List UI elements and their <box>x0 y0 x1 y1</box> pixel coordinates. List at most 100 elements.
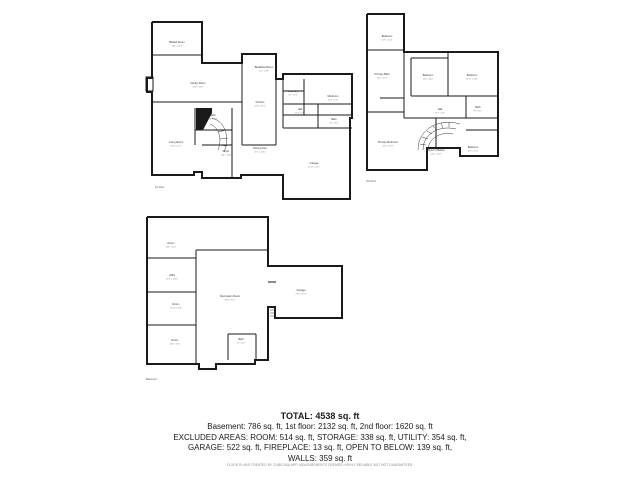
svg-text:15'6" x 17'2": 15'6" x 17'2" <box>171 146 182 148</box>
svg-text:16'4" x 17'9": 16'4" x 17'9" <box>383 146 394 148</box>
svg-text:15'6" x 11'9": 15'6" x 11'9" <box>170 344 181 346</box>
floor-label: 1st Floor <box>155 186 165 189</box>
svg-text:Primary Bath: Primary Bath <box>375 72 391 76</box>
room-label: Bedroom 14'2" x 12'4" <box>468 145 479 153</box>
stair-treads-icon <box>419 122 450 146</box>
room-label: Room 15'6" x 11'9" <box>170 338 181 346</box>
svg-text:Room: Room <box>173 302 180 306</box>
room-label: Hall 15'1" x 4'0" <box>295 107 305 115</box>
fireplace-icon <box>145 76 154 92</box>
svg-text:Breakfast Room: Breakfast Room <box>255 65 274 69</box>
svg-text:6'7" x 9'1": 6'7" x 9'1" <box>289 95 298 97</box>
svg-text:Recreation Room: Recreation Room <box>220 294 240 298</box>
stair-icon <box>196 108 212 130</box>
svg-text:14'2" x 12'4": 14'2" x 12'4" <box>468 151 479 153</box>
room-label: Bedroom 12'9" x 12'4" <box>382 34 393 42</box>
first-floor-plan: Billiard Room 13'3" x 12'8" Family Room 19… <box>145 21 353 200</box>
room-label: Breakfast Room 11'5" x 9'8" <box>255 65 274 73</box>
svg-text:12'11" x 14'6": 12'11" x 14'6" <box>466 79 478 81</box>
total-area: TOTAL: 4538 sq. ft <box>280 411 360 421</box>
svg-text:Room: Room <box>172 338 179 342</box>
first-floor-interior-walls <box>152 54 352 178</box>
svg-text:12'8" x 11'9": 12'8" x 11'9" <box>166 247 177 249</box>
svg-text:Family Room: Family Room <box>190 81 205 85</box>
second-floor-interior-walls <box>367 49 498 148</box>
svg-text:Hall: Hall <box>298 107 303 111</box>
svg-text:13'4" x 14'9": 13'4" x 14'9" <box>431 154 442 156</box>
room-label: Bedroom 12'11" x 14'6" <box>466 73 478 81</box>
svg-text:Living Room: Living Room <box>169 140 183 144</box>
svg-text:14'4" x 15'0": 14'4" x 15'0" <box>221 155 232 157</box>
room-label: Mudroom 11'8" x 5'9" <box>328 94 339 102</box>
svg-text:13'4" x 14'6": 13'4" x 14'6" <box>423 79 434 81</box>
room-label: Bath 5'0" x 5'0" <box>330 117 339 125</box>
svg-text:Hall: Hall <box>438 107 443 111</box>
svg-text:Dining Area: Dining Area <box>253 146 267 150</box>
room-label: Billiard Room 13'3" x 12'8" <box>169 40 184 48</box>
svg-text:23'5" x 17'9": 23'5" x 17'9" <box>296 294 307 296</box>
svg-text:15'2" x 14'11": 15'2" x 14'11" <box>254 152 266 154</box>
svg-text:Utility: Utility <box>169 273 176 277</box>
svg-text:Bedroom: Bedroom <box>382 34 393 38</box>
svg-text:8'7" x 9'5": 8'7" x 9'5" <box>474 111 483 113</box>
svg-text:19'8" x 19'9": 19'8" x 19'9" <box>193 87 204 89</box>
svg-text:Bath: Bath <box>475 105 481 109</box>
svg-text:Bath: Bath <box>238 337 244 341</box>
first-floor-outer-wall <box>146 21 353 200</box>
walls-area-line: WALLS: 359 sq. ft <box>287 453 353 463</box>
curved-stair-icon <box>209 117 229 153</box>
svg-text:12'9" x 12'4": 12'9" x 12'4" <box>382 40 393 42</box>
svg-text:13'3" x 12'8": 13'3" x 12'8" <box>172 46 183 48</box>
svg-text:12'10" x 11'8": 12'10" x 11'8" <box>170 308 182 310</box>
svg-text:15'1" x 4'0": 15'1" x 4'0" <box>295 113 305 115</box>
svg-text:Mudroom: Mudroom <box>328 94 339 98</box>
second-floor-outer-wall <box>366 13 499 171</box>
svg-text:16'1" x 14'11": 16'1" x 14'11" <box>166 279 178 281</box>
room-label: Family Room 19'8" x 19'9" <box>190 81 205 89</box>
svg-text:38'8" x 31'4": 38'8" x 31'4" <box>225 300 236 302</box>
svg-text:Bedroom: Bedroom <box>423 73 434 77</box>
svg-text:Kitchen: Kitchen <box>256 100 265 104</box>
room-label: Laundry 6'7" x 9'1" <box>288 89 298 97</box>
floor-label: Basement <box>146 378 157 381</box>
room-label: Room 12'8" x 11'9" <box>166 241 177 249</box>
floor-plan-canvas: Billiard Room 13'3" x 12'8" Family Room 19… <box>145 13 499 381</box>
stair-icon <box>270 309 276 317</box>
svg-text:22'11" x 22'7": 22'11" x 22'7" <box>308 167 320 169</box>
svg-text:14'2" x 12'1": 14'2" x 12'1" <box>377 78 388 80</box>
room-label: Room 12'10" x 11'8" <box>170 302 182 310</box>
curved-stair-icon <box>417 122 461 151</box>
basement-outer-wall <box>146 216 343 370</box>
excluded-areas-line-2: GARAGE: 522 sq. ft, FIREPLACE: 13 sq. ft… <box>187 443 453 452</box>
svg-text:5'0" x 5'0": 5'0" x 5'0" <box>330 123 339 125</box>
room-label: Bedroom 13'4" x 14'6" <box>423 73 434 81</box>
room-label: Utility 16'1" x 14'11" <box>166 273 178 281</box>
room-label: Dining Area 15'2" x 14'11" <box>253 146 267 154</box>
svg-text:Room: Room <box>168 241 175 245</box>
svg-text:Bath: Bath <box>331 117 337 121</box>
floor-label: 2nd Floor <box>366 180 376 183</box>
svg-text:11'5" x 9'8": 11'5" x 9'8" <box>259 71 269 73</box>
svg-text:Bedroom: Bedroom <box>467 73 478 77</box>
excluded-areas-line: EXCLUDED AREAS: ROOM: 514 sq. ft, STORAG… <box>173 432 467 442</box>
svg-text:17'3" x 3'5": 17'3" x 3'5" <box>435 113 445 115</box>
second-floor-plan: Bedroom 12'9" x 12'4" Primary Bath 14'2" x… <box>366 13 499 183</box>
svg-text:11'8" x 5'9": 11'8" x 5'9" <box>328 100 338 102</box>
svg-text:Storage: Storage <box>296 288 306 292</box>
basement-interior-walls <box>147 249 276 364</box>
svg-text:Laundry: Laundry <box>288 89 298 93</box>
room-label: Bath 8'7" x 9'5" <box>474 105 483 113</box>
room-label: Storage 23'5" x 17'9" <box>296 288 307 296</box>
svg-text:Bedroom: Bedroom <box>468 145 479 149</box>
room-label: Living Room 15'6" x 17'2" <box>169 140 183 148</box>
room-label: Recreation Room 38'8" x 31'4" <box>220 294 240 302</box>
svg-text:Billiard Room: Billiard Room <box>169 40 184 44</box>
room-label: Primary Bath 14'2" x 12'1" <box>375 72 391 80</box>
